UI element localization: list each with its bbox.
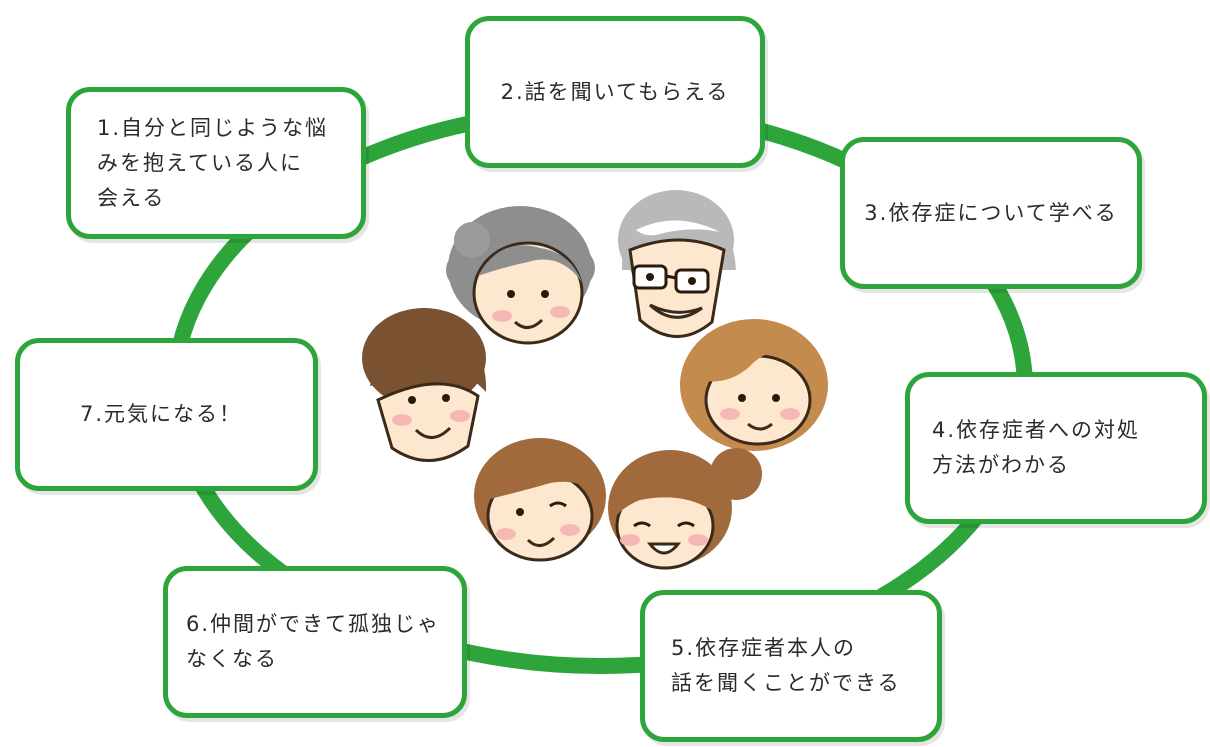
- benefit-card-5: 5.依存症者本人の 話を聞くことができる: [640, 590, 942, 742]
- benefit-card-3: 3.依存症について学べる: [840, 137, 1142, 289]
- man-face-icon: [362, 308, 487, 462]
- benefit-card-1: 1.自分と同じような悩 みを抱えている人に 会える: [66, 87, 366, 239]
- benefit-text-2: 2.話を聞いてもらえる: [500, 79, 730, 104]
- grandfather-face-icon: [618, 190, 736, 338]
- girl-face-icon: [608, 448, 762, 570]
- benefit-text-5: 5.依存症者本人の 話を聞くことができる: [671, 636, 901, 695]
- benefit-text-4: 4.依存症者への対処 方法がわかる: [932, 418, 1141, 477]
- benefit-text-1: 1.自分と同じような悩 みを抱えている人に 会える: [97, 115, 329, 210]
- benefit-text-3: 3.依存症について学べる: [864, 200, 1118, 225]
- benefit-text-6: 6.仲間ができて孤独じゃ なくなる: [186, 612, 441, 671]
- benefit-card-6: 6.仲間ができて孤独じゃ なくなる: [163, 566, 467, 718]
- benefit-text-7: 7.元気になる！: [80, 402, 243, 426]
- grandmother-face-icon: [446, 206, 595, 345]
- woman-face-icon: [680, 319, 828, 451]
- benefit-card-4: 4.依存症者への対処 方法がわかる: [905, 372, 1207, 524]
- benefit-card-2: 2.話を聞いてもらえる: [465, 16, 765, 168]
- benefit-card-7: 7.元気になる！: [15, 338, 318, 491]
- boy-face-icon: [474, 438, 606, 562]
